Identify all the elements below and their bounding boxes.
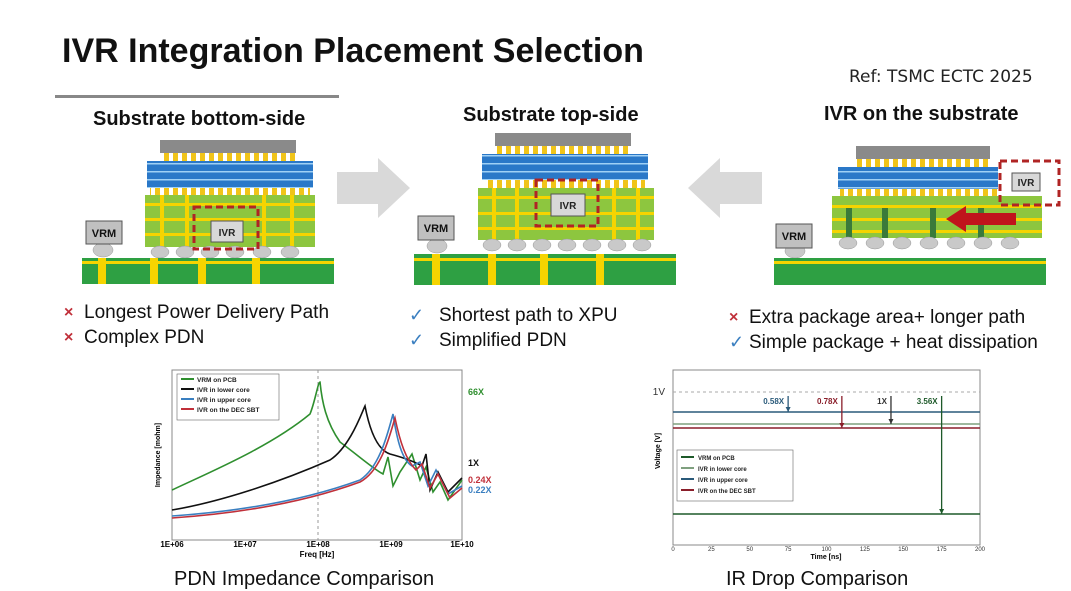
legend-entry: IVR in upper core [698,478,748,484]
bullet-row: × Extra package area+ longer path [729,305,1038,330]
ir-annotation-arrowhead [939,509,945,514]
ir-annotation-arrowhead [839,423,845,428]
ir-annotation-label: 0.58X [763,397,785,406]
x-tick: 150 [898,547,909,553]
bullet-row: ✓Simple package + heat dissipation [729,330,1038,355]
ir-annotation-arrowhead [785,407,791,412]
ivr-label-2: IVR [560,201,577,212]
legend-entry: IVR on the DEC SBT [698,489,756,495]
impedance-series-line [171,381,463,502]
heading-bottom-side: Substrate bottom-side [93,108,306,130]
x-tick: 75 [785,547,792,553]
arrow-right-gray [337,158,410,218]
caption-ir-drop: IR Drop Comparison [726,568,909,590]
legend-entry: VRM on PCB [197,377,237,384]
ir-drop-chart: 1V 0.58X 0.78X 1X 3.56X VRM on PCB IVR in lo… [653,369,986,561]
ivr-label-3: IVR [1018,178,1035,189]
x-tick: 125 [860,547,871,553]
legend-entry: VRM on PCB [698,456,735,462]
cross-icon: × [64,329,74,346]
heading-on-substrate: IVR on the substrate [824,103,1019,125]
arrow-left-red [946,206,1016,232]
x-tick: 1E+10 [450,540,474,549]
check-icon: ✓ [409,330,425,350]
legend-entry: IVR in lower core [698,467,747,473]
heading-top-side: Substrate top-side [463,104,639,126]
ivr-highlight-box-3 [998,159,1061,207]
x-tick: 175 [937,547,948,553]
x-tick: 0 [671,547,675,553]
bullet-row: × Longest Power Delivery Path [64,300,329,325]
ir-annotation-arrowhead [888,419,894,424]
legend-entry: IVR on the DEC SBT [197,407,260,414]
ivr-highlight-box-1 [192,205,260,251]
bullet-row: × Complex PDN [64,325,329,350]
caption-impedance: PDN Impedance Comparison [174,568,435,590]
annotation-66x: 66X [468,387,484,397]
bullet-text: Longest Power Delivery Path [84,302,330,323]
slide-title: IVR Integration Placement Selection [62,32,644,70]
y-axis-label: Impedance [mohm] [155,423,162,487]
impedance-series-line [171,413,463,517]
impedance-series-line [171,403,463,511]
check-icon: ✓ [729,332,745,352]
annotation-0-22x: 0.22X [468,485,492,495]
x-tick: 200 [975,547,986,553]
bullets-on-substrate: × Extra package area+ longer path ✓Simple… [729,305,1038,355]
x-tick: 100 [821,547,832,553]
bullet-row: ✓ Shortest path to XPU [409,303,618,328]
ir-annotation-label: 3.56X [917,397,939,406]
x-tick: 1E+07 [233,540,257,549]
ivr-highlight-box-2 [534,178,600,228]
vrm-label-2: VRM [424,223,448,235]
bullets-top-side: ✓ Shortest path to XPU ✓ Simplified PDN [409,303,618,353]
x-tick: 1E+09 [379,540,403,549]
annotation-1x: 1X [468,458,479,468]
x-axis-label: Time [ns] [811,554,842,561]
check-icon: ✓ [409,305,425,325]
ivr-label-1: IVR [219,228,236,239]
ir-annotation-label: 1X [877,397,887,406]
bullet-text: Simple package + heat dissipation [749,332,1038,353]
y-tick-1v: 1V [653,387,666,398]
y-axis-label: Voltage [V] [655,433,662,469]
bullet-text: Extra package area+ longer path [749,307,1026,328]
x-tick: 1E+08 [306,540,330,549]
title-underline [55,95,339,98]
diagram-bottom-side: IVR VRM [82,140,334,284]
bullet-text: Shortest path to XPU [439,305,618,326]
diagram-on-substrate: IVR VRM [774,146,1061,285]
legend-entry: IVR in upper core [197,397,251,404]
x-tick: 50 [746,547,753,553]
vrm-label-3: VRM [782,231,806,243]
bullets-bottom-side: × Longest Power Delivery Path × Complex PD… [64,300,329,350]
reference-note: Ref: TSMC ECTC 2025 [849,67,1033,87]
x-axis-label: Freq [Hz] [300,550,335,559]
bullet-text: Complex PDN [84,327,205,348]
x-tick: 1E+06 [160,540,184,549]
package-diagrams: IVR VRM IVR VRM [82,133,1061,285]
vrm-label-1: VRM [92,228,116,240]
cross-icon: × [729,309,739,326]
diagram-top-side: IVR VRM [414,133,676,285]
cross-icon: × [64,304,74,321]
bullet-text: Simplified PDN [439,330,567,351]
bullet-row: ✓ Simplified PDN [409,328,618,353]
legend-entry: IVR in lower core [197,387,250,394]
x-tick: 25 [708,547,715,553]
arrow-left-gray [688,158,762,218]
impedance-series-line [171,414,463,519]
annotation-0-24x: 0.24X [468,475,492,485]
ir-annotation-label: 0.78X [817,397,839,406]
